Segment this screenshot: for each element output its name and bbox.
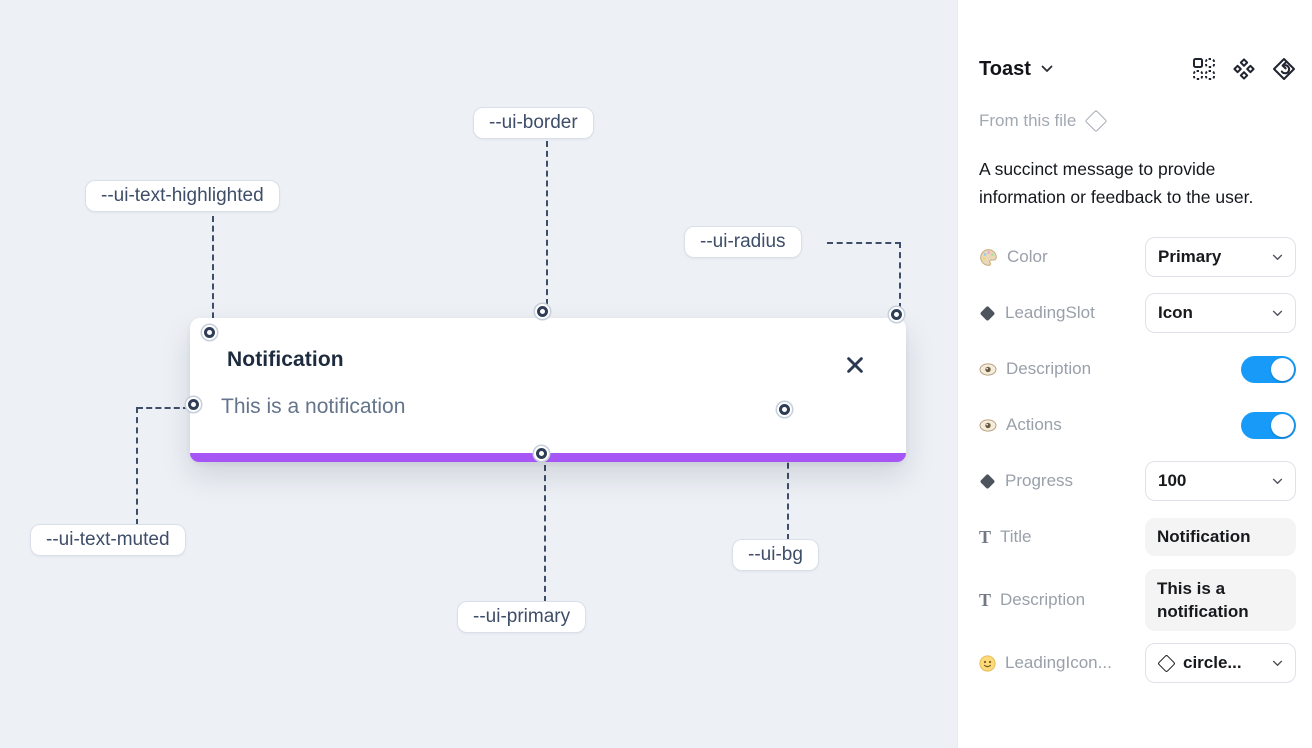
component-description: A succinct message to provide informatio…	[979, 159, 1254, 207]
actions-toggle[interactable]	[1241, 411, 1296, 439]
property-label: Description	[1006, 359, 1092, 378]
property-row-description-toggle: Description	[979, 349, 1296, 389]
diamond-icon	[979, 305, 996, 321]
text-icon: T	[979, 589, 992, 610]
title-field[interactable]: Notification	[1145, 518, 1296, 556]
annotation-ui-border: --ui-border	[473, 107, 594, 139]
source-label: From this file	[979, 111, 1077, 130]
component-title: Toast	[979, 57, 1031, 80]
diamond-outline-icon	[1157, 653, 1176, 673]
palette-icon	[979, 248, 998, 267]
annotation-ui-bg: --ui-bg	[732, 539, 819, 571]
swap-instance-icon[interactable]	[1272, 57, 1296, 81]
property-row-leadingslot: LeadingSlot Icon	[979, 293, 1296, 333]
property-row-description-text: T Description This is a notification	[979, 569, 1296, 631]
property-label: Description	[1000, 590, 1086, 609]
property-list: Color Primary LeadingSlot Icon	[979, 237, 1296, 683]
anchor-point	[536, 448, 547, 459]
property-label: Color	[1007, 247, 1048, 266]
close-icon[interactable]	[844, 354, 866, 376]
anchor-point	[188, 399, 199, 410]
connector-line	[137, 407, 189, 409]
toggle-knob	[1271, 357, 1294, 381]
property-label: Title	[1000, 527, 1032, 546]
chevron-down-icon	[1272, 310, 1283, 316]
toggle-knob	[1271, 413, 1294, 437]
anchor-point	[891, 309, 902, 320]
annotation-ui-text-highlighted: --ui-text-highlighted	[85, 180, 280, 212]
property-row-actions-toggle: Actions	[979, 405, 1296, 445]
diamond-outline-icon	[1084, 109, 1108, 133]
component-selector[interactable]: Toast	[979, 58, 1053, 81]
canvas: Notification This is a notification --ui…	[0, 0, 957, 748]
properties-panel: Toast	[957, 0, 1312, 748]
component-source: From this file	[979, 109, 1296, 133]
property-label: Actions	[1006, 415, 1062, 434]
anchor-point	[779, 404, 790, 415]
connector-line	[546, 141, 548, 305]
chevron-down-icon	[1041, 65, 1053, 72]
property-row-color: Color Primary	[979, 237, 1296, 277]
leadingicon-select[interactable]: circle...	[1145, 643, 1296, 683]
connector-line	[827, 242, 901, 244]
property-label: LeadingSlot	[1005, 303, 1095, 322]
connector-line	[136, 407, 138, 525]
leadingslot-select[interactable]: Icon	[1145, 293, 1296, 333]
property-label: LeadingIcon...	[1005, 653, 1112, 672]
connector-line	[899, 242, 901, 309]
property-row-leadingicon: LeadingIcon... circle...	[979, 643, 1296, 683]
eye-icon	[979, 418, 997, 432]
chevron-down-icon	[1272, 254, 1283, 260]
diamond-icon	[979, 473, 996, 489]
property-label: Progress	[1005, 471, 1074, 490]
eye-icon	[979, 362, 997, 376]
panel-header: Toast	[979, 57, 1296, 81]
description-toggle[interactable]	[1241, 355, 1296, 383]
property-row-title: T Title Notification	[979, 517, 1296, 557]
text-icon: T	[979, 526, 992, 547]
component-icon[interactable]	[1232, 57, 1256, 81]
connector-line	[544, 465, 546, 602]
toast-title: Notification	[227, 348, 344, 371]
toast-progress-bar	[190, 453, 906, 462]
annotation-ui-radius: --ui-radius	[684, 226, 802, 258]
property-row-progress: Progress 100	[979, 461, 1296, 501]
toast-component: Notification This is a notification	[190, 318, 906, 462]
smiley-icon	[979, 654, 996, 672]
chevron-down-icon	[1272, 478, 1283, 484]
color-select[interactable]: Primary	[1145, 237, 1296, 277]
description-field[interactable]: This is a notification	[1145, 569, 1296, 631]
anchor-point	[537, 306, 548, 317]
annotation-ui-primary: --ui-primary	[457, 601, 587, 633]
connector-line	[212, 216, 214, 328]
connector-line	[787, 422, 789, 540]
anchor-point	[204, 327, 215, 338]
progress-select[interactable]: 100	[1145, 461, 1296, 501]
header-actions	[1192, 57, 1296, 81]
toast-description: This is a notification	[221, 395, 406, 418]
instance-grid-icon[interactable]	[1192, 57, 1216, 81]
annotation-ui-text-muted: --ui-text-muted	[30, 524, 186, 556]
chevron-down-icon	[1272, 660, 1283, 666]
